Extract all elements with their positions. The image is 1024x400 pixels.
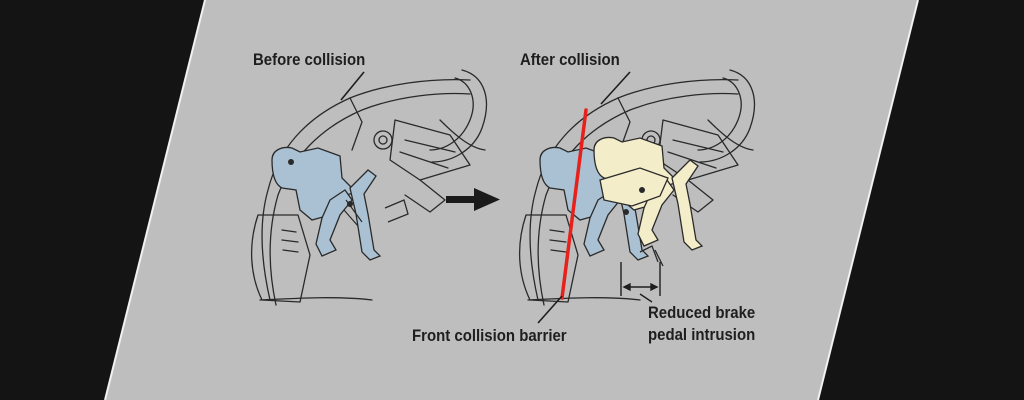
barrier-leader-line	[537, 295, 563, 324]
front-collision-barrier-label: Front collision barrier	[412, 326, 567, 345]
diagram-panel	[105, 0, 918, 400]
reduced-intrusion-label: Reduced brake pedal intrusion	[648, 302, 755, 346]
right-arrow-icon	[446, 188, 500, 211]
intrusion-dimension-marker	[620, 262, 661, 303]
before-collision-figure	[250, 69, 488, 306]
after-collision-figure	[518, 69, 756, 306]
before-collision-label: Before collision	[253, 50, 366, 69]
after-collision-label: After collision	[520, 50, 620, 69]
panel-left-edge	[104, 0, 206, 400]
after-leader-line	[600, 71, 631, 105]
panel-right-edge	[817, 0, 919, 400]
before-leader-line	[340, 71, 365, 101]
reduced-intrusion-label-line2: pedal intrusion	[648, 325, 756, 344]
reduced-intrusion-label-line1: Reduced brake	[648, 303, 756, 322]
front-collision-barrier-line	[560, 108, 588, 300]
